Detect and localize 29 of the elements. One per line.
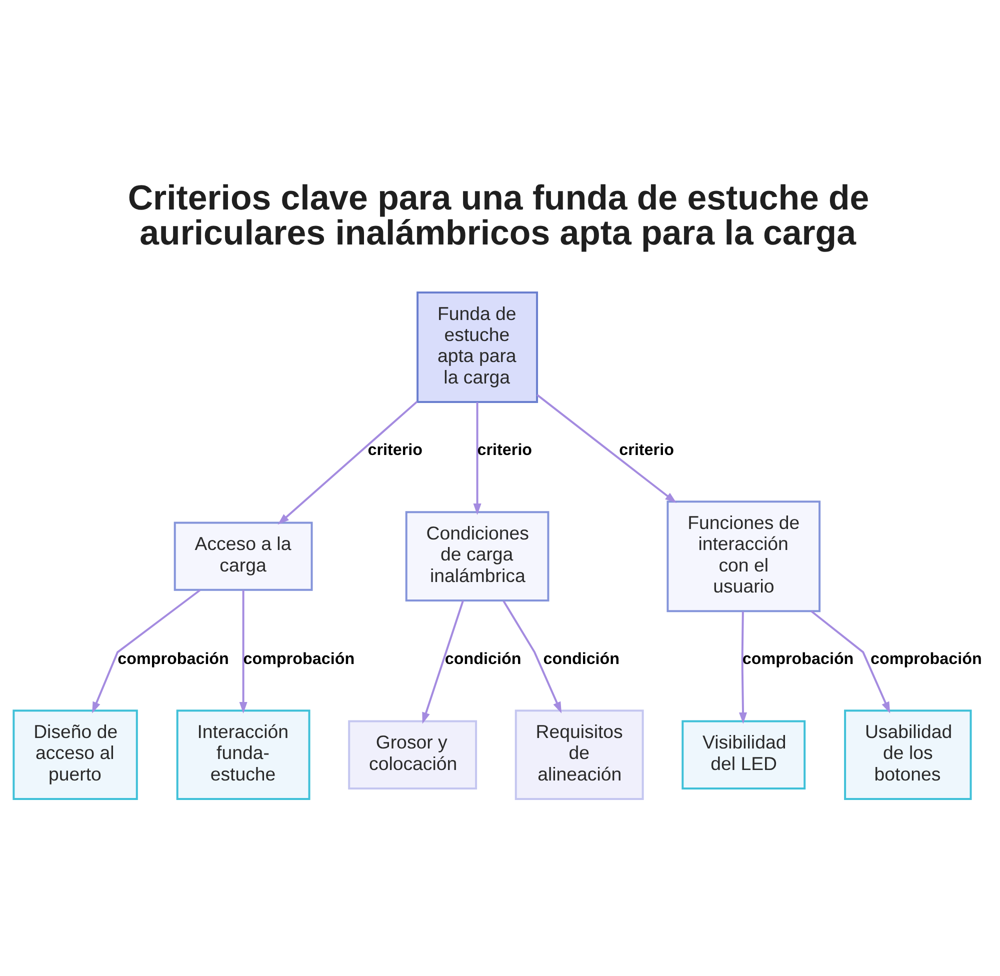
edge-label: condición — [444, 649, 522, 668]
edge-label: comprobación — [742, 649, 854, 668]
edge-label: comprobación — [243, 649, 355, 668]
edge-label: criterio — [477, 440, 532, 458]
edge-label: condición — [543, 649, 620, 668]
node-box: Condiciones de carga inalámbrica — [405, 510, 550, 601]
arrow — [810, 610, 890, 713]
node-box: Interacción funda-estuche — [176, 709, 310, 800]
arrow — [536, 394, 677, 503]
edge-label: comprobación — [118, 649, 229, 668]
arrow — [502, 600, 562, 713]
arrow — [739, 610, 748, 724]
node-box: Funda de estuche apta para la carga — [416, 290, 538, 402]
node-box: Usabilidad de los botones — [844, 709, 972, 800]
edge-label: criterio — [368, 440, 423, 458]
arrow — [239, 589, 248, 714]
arrow — [278, 400, 418, 524]
arrow — [92, 588, 201, 713]
edge-label: criterio — [619, 440, 674, 458]
arrow — [422, 600, 464, 724]
node-box: Funciones de interacción con el usuario — [666, 500, 821, 612]
node-box: Requisitos de alineación — [514, 709, 644, 800]
edge-label: comprobación — [870, 649, 982, 668]
node-box: Acceso a la carga — [174, 521, 313, 590]
node-box: Diseño de acceso al puerto — [12, 709, 138, 800]
node-box: Visibilidad del LED — [682, 720, 806, 789]
arrow — [473, 402, 482, 515]
node-box: Grosor y colocación — [348, 720, 478, 789]
diagram-title: Criterios clave para una funda de estuche de auriculares inalámbricos apta para la carga — [128, 178, 870, 252]
